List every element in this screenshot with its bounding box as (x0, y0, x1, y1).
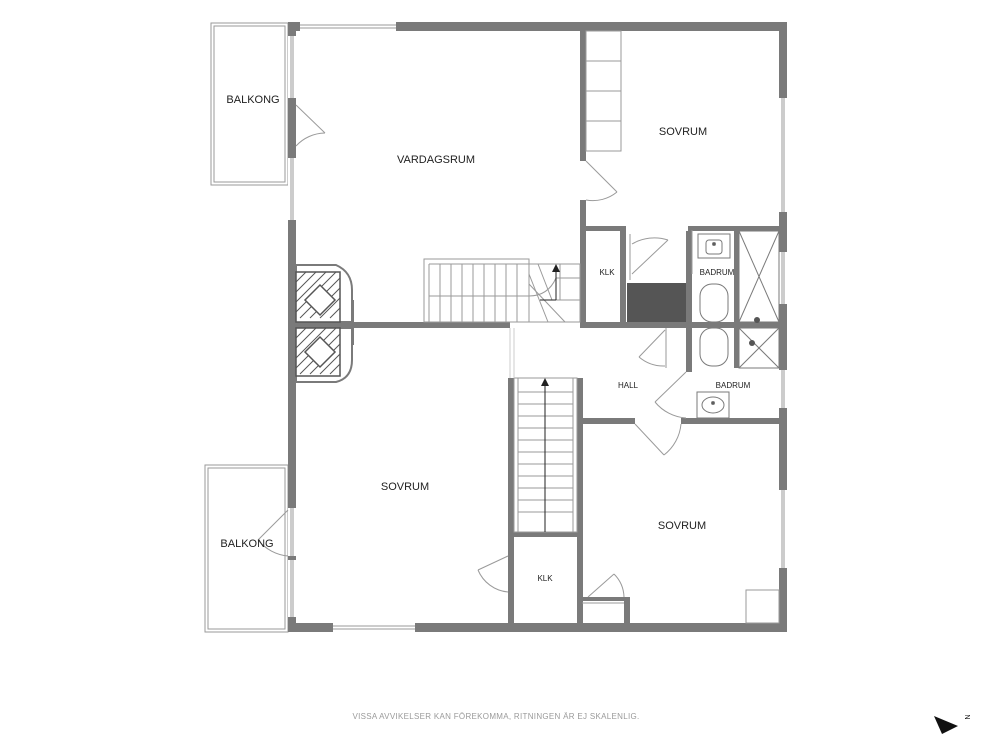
room-label-klk-bottom: KLK (537, 574, 553, 583)
badrum-mid-fixtures (696, 327, 780, 419)
stair-arrow-lower (541, 378, 549, 532)
room-label-hall: HALL (618, 381, 639, 390)
compass-icon: N (934, 714, 970, 734)
closet-lower-bedroom (745, 589, 780, 624)
badrum-top-fixtures (697, 230, 780, 323)
disclaimer-note: VISSA AVVIKELSER KAN FÖREKOMMA, RITNINGE… (352, 712, 640, 721)
wardrobe-top-bedroom (585, 30, 622, 152)
interior-walls (296, 31, 779, 623)
doors (257, 104, 693, 604)
windows (288, 22, 787, 632)
room-label-balkong-bottom: BALKONG (220, 538, 273, 550)
room-label-vardagsrum: VARDAGSRUM (397, 154, 475, 166)
room-label-sovrum-top: SOVRUM (659, 126, 707, 138)
room-label-klk-top: KLK (599, 268, 615, 277)
shower-heads (749, 317, 760, 346)
room-label-balkong-top: BALKONG (226, 94, 279, 106)
fireplace-lower (295, 327, 353, 383)
room-label-badrum-mid: BADRUM (716, 381, 751, 390)
stair-arrow-upper (540, 264, 560, 301)
room-label-sovrum-right: SOVRUM (658, 520, 706, 532)
fireplace-upper (295, 264, 353, 323)
room-label-sovrum-left: SOVRUM (381, 481, 429, 493)
outer-walls (288, 22, 787, 632)
compass-label: N (963, 714, 970, 719)
room-label-badrum-top: BADRUM (700, 268, 735, 277)
stairwell-opening (509, 328, 515, 378)
